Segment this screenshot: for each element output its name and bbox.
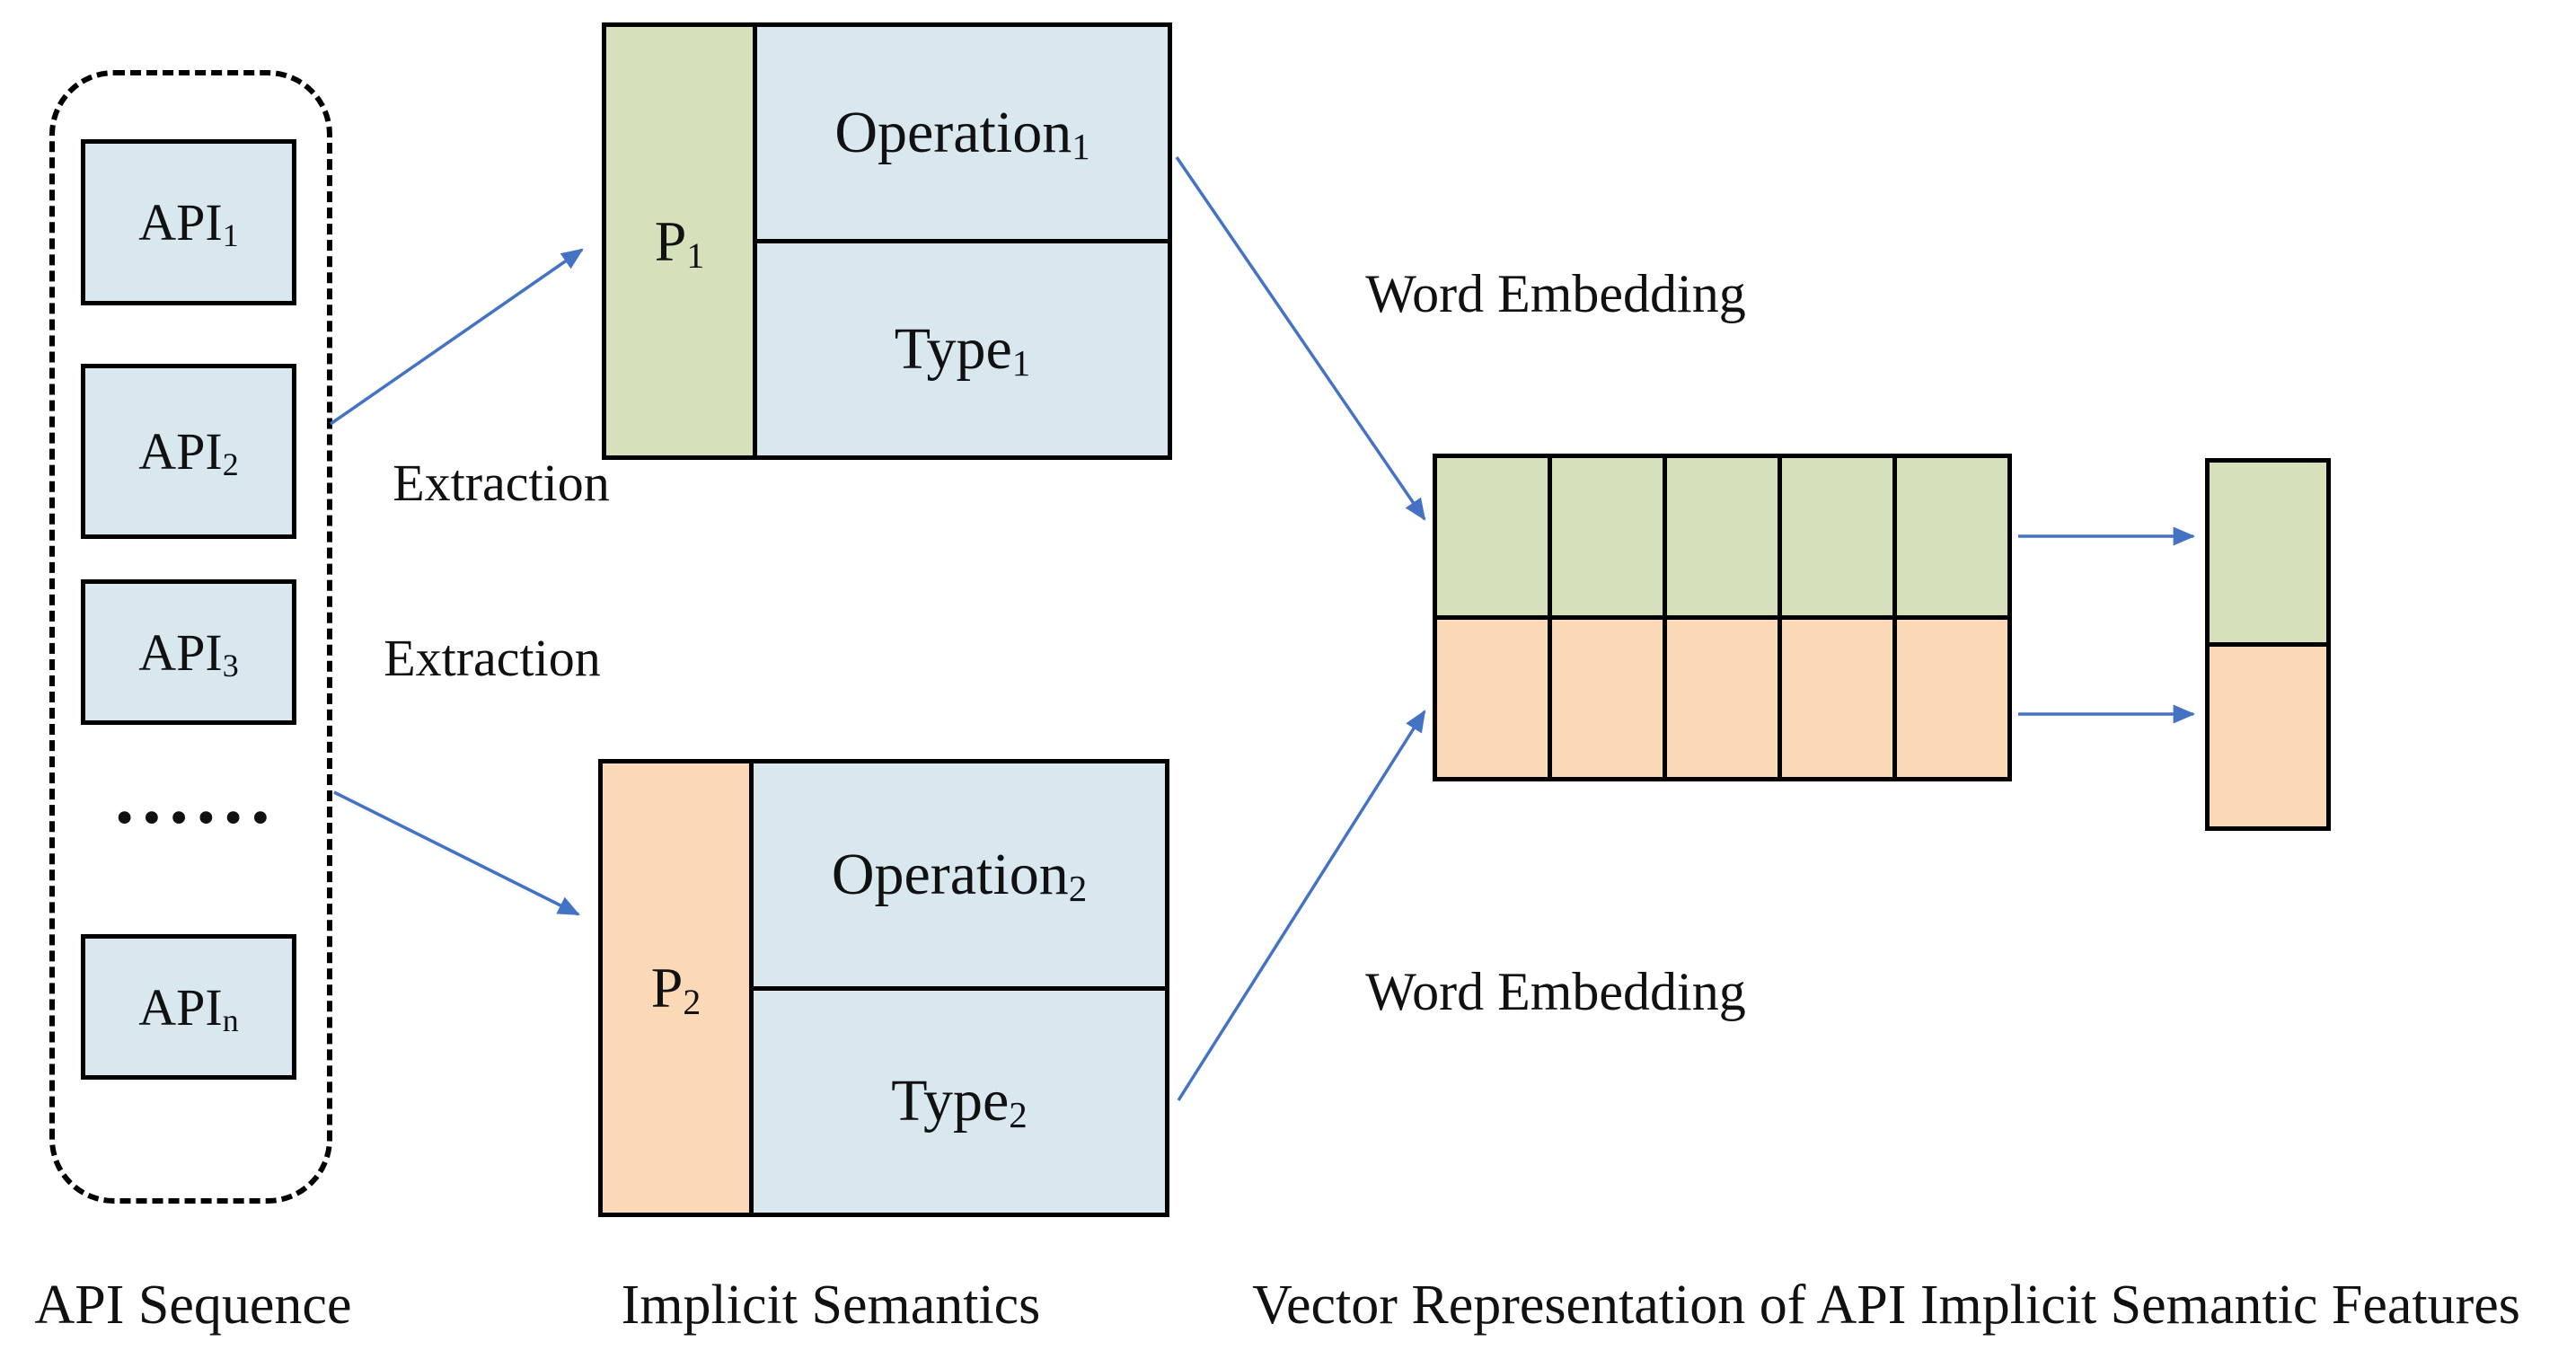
- implicit-semantics-block-2: P2 Operation2 Type2: [598, 759, 1169, 1217]
- type1-cell: Type1: [757, 243, 1168, 455]
- api-box-3: API3: [81, 579, 296, 725]
- vector-grid-column: [2210, 463, 2326, 826]
- api-box-1-label: API1: [138, 193, 239, 254]
- word-embedding-label-top: Word Embedding: [1365, 264, 1746, 323]
- api-sequence-dashed-box: [49, 70, 332, 1204]
- vector-cell-green: [1667, 458, 1778, 615]
- vector-grid-column: [1552, 458, 1663, 777]
- caption-api-sequence: API Sequence: [34, 1275, 352, 1336]
- api-box-2: API2: [81, 364, 296, 539]
- type2-cell: Type2: [754, 990, 1165, 1213]
- api-sequence-ellipsis: ......: [115, 755, 278, 840]
- caption-implicit-semantics: Implicit Semantics: [621, 1275, 1041, 1336]
- word-embedding-label-bottom: Word Embedding: [1365, 962, 1746, 1021]
- vector-cell-orange: [1897, 620, 2007, 777]
- vector-grid-column: [1897, 458, 2007, 777]
- vector-cell-orange: [1782, 620, 1892, 777]
- vector-cell-green: [1782, 458, 1892, 615]
- p2-detail-cells: Operation2 Type2: [754, 763, 1165, 1213]
- extraction-label-top: Extraction: [393, 454, 610, 512]
- api-box-n: APIn: [81, 934, 296, 1080]
- type2-label: Type2: [891, 1068, 1028, 1136]
- caption-vector-representation: Vector Representation of API Implicit Se…: [1252, 1275, 2520, 1336]
- vector-cell-green: [2210, 463, 2326, 642]
- operation2-cell: Operation2: [754, 763, 1165, 991]
- api-box-3-label: API3: [138, 622, 239, 684]
- arrow-embedding-operation1-to-grid: [1175, 156, 1426, 521]
- api-box-2-label: API2: [138, 422, 239, 483]
- vector-cell-orange: [1552, 620, 1663, 777]
- arrow-embedding-type2-to-grid: [1177, 710, 1426, 1101]
- api-box-1: API1: [81, 139, 296, 305]
- type1-label: Type1: [894, 316, 1031, 384]
- p1-cell: P1: [606, 27, 757, 455]
- vector-cell-orange: [1667, 620, 1778, 777]
- vector-grid-column: [1782, 458, 1892, 777]
- p2-label: P2: [650, 956, 701, 1022]
- vector-cell-green: [1552, 458, 1663, 615]
- arrow-extraction-to-p1: [330, 248, 584, 426]
- vector-reduced-column: [2205, 458, 2331, 831]
- vector-cell-orange: [1437, 620, 1548, 777]
- extraction-label-bottom: Extraction: [384, 629, 601, 687]
- vector-grid-column: [1437, 458, 1548, 777]
- operation1-cell: Operation1: [757, 27, 1168, 243]
- arrow-extraction-to-p2: [333, 790, 580, 916]
- operation1-label: Operation1: [834, 100, 1090, 168]
- api-box-n-label: APIn: [138, 977, 239, 1038]
- vector-grid-column: [1667, 458, 1778, 777]
- implicit-semantics-block-1: P1 Operation1 Type1: [602, 22, 1172, 460]
- vector-cell-green: [1897, 458, 2007, 615]
- vector-grid: [1433, 454, 2012, 781]
- p1-label: P1: [654, 208, 705, 276]
- vector-cell-green: [1437, 458, 1548, 615]
- p2-cell: P2: [603, 763, 754, 1213]
- p1-detail-cells: Operation1 Type1: [757, 27, 1168, 455]
- operation2-label: Operation2: [831, 841, 1088, 909]
- vector-cell-orange: [2210, 647, 2326, 826]
